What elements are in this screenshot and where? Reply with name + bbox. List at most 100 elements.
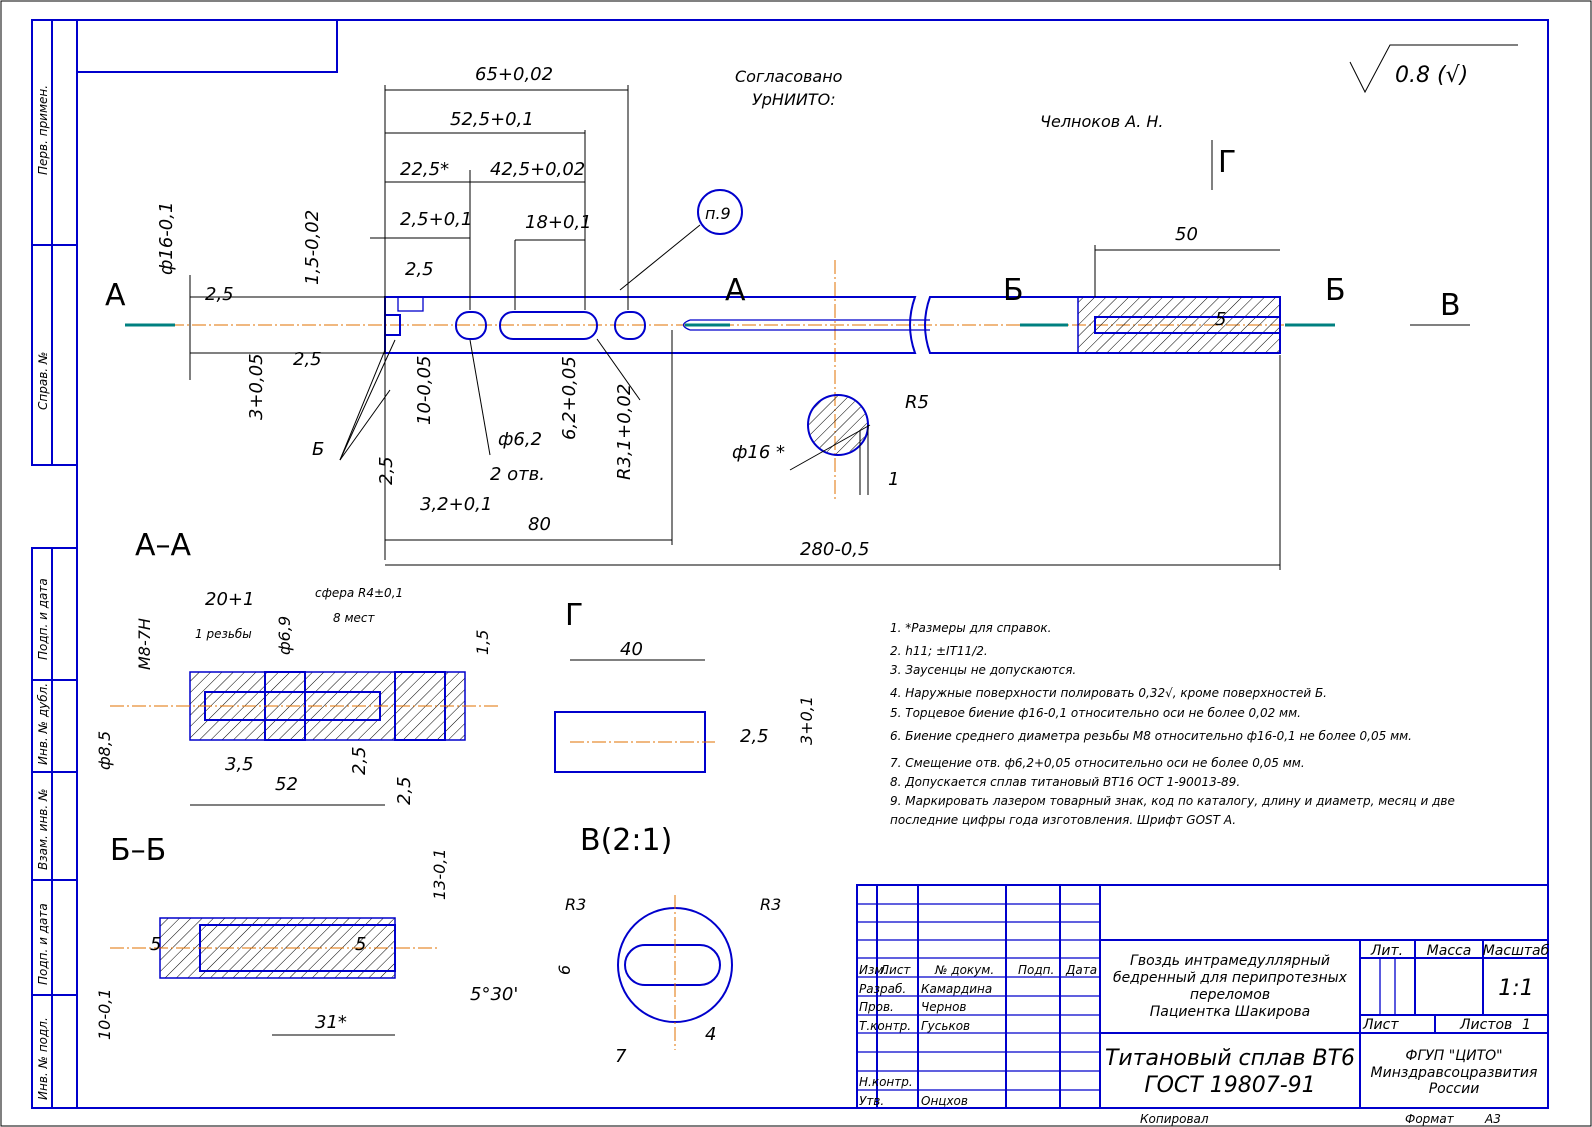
label-title_block-roles-0: Разраб. (859, 982, 906, 996)
label-title_block-name3: переломов (1190, 987, 1270, 1003)
label-aa-thread: М8-7Н (135, 618, 154, 670)
label-gview-r25: 2,5 (740, 726, 769, 747)
label-dims-d50: 50 (1175, 224, 1198, 245)
label-dims-d25d: 2,5 (293, 349, 322, 370)
note: 4. Наружные поверхности полировать 0,32√… (890, 686, 1327, 700)
stamp-sprav: Справ. № (36, 352, 50, 410)
label-dims-r5: R5 (905, 392, 929, 413)
label-bbv-r5a: 5 (150, 934, 161, 955)
label-aa-r25a: 2,5 (349, 746, 370, 775)
label-dims-d42: 42,5+0,02 (490, 159, 585, 180)
technical-notes: 1. *Размеры для справок. 2. h11; ±IT11/2… (890, 621, 1455, 827)
label-title_block-roles-4: Н.контр. (859, 1075, 913, 1089)
note: 5. Торцевое биение ф16-0,1 относительно … (890, 706, 1301, 720)
label-aa-r25b: 2,5 (394, 776, 415, 805)
label-dims-d25b: 2,5 (405, 259, 434, 280)
stamp-podp-data-2: Подп. и дата (36, 903, 50, 985)
stamp-perv-primen: Перв. примен. (36, 85, 50, 175)
label-sections-bb: Б–Б (110, 833, 166, 868)
label-title_block-headers-0: Изм. (859, 963, 887, 977)
label-dims-d32: 3,2+0,1 (420, 494, 492, 515)
section-b-b: Б–Б 13-0,1 10-0,1 5 5 5°30' 31* (95, 833, 518, 1040)
label-dims-pos: п.9 (705, 204, 731, 223)
label-dims-d18: 18+0,1 (525, 212, 592, 233)
label-title_block-sheet: Лист (1362, 1017, 1399, 1033)
note: 8. Допускается сплав титановый ВТ16 ОСТ … (890, 775, 1240, 789)
label-bbv-d13: 13-0,1 (430, 848, 449, 900)
label-title_block-sheets: Листов (1459, 1017, 1512, 1033)
label-sections-v: В (1440, 288, 1461, 323)
label-title_block-roles-2: Т.контр. (859, 1019, 911, 1033)
label-bbv-d10: 10-0,1 (95, 988, 114, 1040)
main-view: п.9 65+0,02 52,5+0,1 22,5* 42,5+0,02 2,5… (105, 64, 1470, 570)
stamp-podp-data: Подп. и дата (36, 578, 50, 660)
label-title_block-org3: России (1429, 1081, 1480, 1097)
note: 7. Смещение отв. ф6,2+0,05 относительно … (890, 756, 1305, 770)
label-title_block-scale_label: Масштаб (1483, 943, 1550, 959)
label-vview-d6: 6 (555, 965, 574, 975)
label-sections-aa: А–А (135, 528, 192, 563)
label-dims-d62b: 6,2+0,05 (559, 356, 580, 440)
view-g: Г 40 3+0,1 2,5 (554, 598, 816, 773)
label-sections-gv: Г (565, 598, 583, 633)
label-dims-d62: ф6,2 (498, 429, 542, 450)
label-title_block-sheets_n: 1 (1522, 1017, 1531, 1033)
label-gview-d3: 3+0,1 (797, 696, 816, 745)
label-vview-r3b: R3 (760, 895, 781, 914)
label-gview-d40: 40 (620, 639, 643, 660)
label-vview-d4: 4 (705, 1024, 716, 1045)
label-dims-d25c: 2,5 (205, 284, 234, 305)
label-sections-a: А (725, 273, 746, 308)
top-left-box (76, 19, 338, 73)
label-vview-r3a: R3 (565, 895, 586, 914)
view-v: В(2:1) R3 R3 6 7 4 (555, 823, 781, 1067)
label-vview-d7: 7 (615, 1046, 627, 1067)
label-sections-b: Б (1325, 273, 1346, 308)
label-dims-d3: 3+0,05 (246, 353, 267, 420)
label-title_block-names-5: Онцхов (921, 1094, 968, 1108)
label-dims-d16: ф16-0,1 (156, 202, 177, 275)
label-title_block-copied: Копировал (1140, 1112, 1209, 1126)
part-name: Гвоздь интрамедуллярный (1130, 953, 1330, 969)
label-title_block-headers-4: Дата (1065, 963, 1097, 977)
label-aa-d20: 20+1 (205, 589, 254, 610)
org-label: УрНИИТО: (752, 90, 836, 109)
title-block: Изм. Лист № докум. Подп. Дата Разраб.Кам… (856, 884, 1550, 1126)
label-dims-d280: 280-0,5 (800, 539, 869, 560)
label-bbv-d31: 31* (315, 1012, 347, 1033)
label-sections-vv: В(2:1) (580, 823, 672, 858)
left-stamp: Перв. примен. Справ. № Подп. и дата Инв.… (31, 19, 78, 1109)
scale-value: 1:1 (1498, 976, 1533, 1001)
label-sections-a: А (105, 278, 126, 313)
label-top-roughness: 0.8 (√) (1395, 63, 1468, 88)
label-dims-d1: 1 (888, 469, 899, 490)
label-dims-d15: 1,5-0,02 (302, 210, 323, 285)
label-title_block-headers-3: Подп. (1018, 963, 1054, 977)
stamp-inv-podl: Инв. № подл. (36, 1017, 50, 1100)
label-bbv-ang: 5°30' (470, 984, 518, 1005)
note: 1. *Размеры для справок. (890, 621, 1051, 635)
label-aa-d35: 3,5 (225, 754, 254, 775)
label-aa-first: 1 резьбы (195, 627, 252, 641)
label-title_block-lit: Лит. (1370, 943, 1403, 959)
label-aa-places: 8 мест (333, 611, 375, 625)
label-dims-d65: 65+0,02 (475, 64, 553, 85)
label-dims-r31: R3,1+0,02 (614, 384, 635, 480)
label-aa-sphere: сфера R4±0,1 (315, 586, 403, 600)
label-aa-d52: 52 (275, 774, 298, 795)
note: 9. Маркировать лазером товарный знак, ко… (890, 794, 1455, 808)
roughness-mark: 0.8 (√) (1349, 44, 1518, 94)
label-dims-d16s: ф16 * (732, 442, 785, 463)
label-sections-b: Б (1003, 273, 1024, 308)
stamp-inv-dubl: Инв. № дубл. (36, 683, 50, 765)
label-bbv-r5b: 5 (355, 934, 366, 955)
label-title_block-headers-2: № докум. (934, 963, 994, 977)
label-dims-holes: 2 отв. (490, 464, 545, 485)
label-title_block-names-1: Чернов (921, 1000, 967, 1014)
approver-name: Челноков А. Н. (1040, 112, 1164, 131)
label-title_block-headers-1: Лист (879, 963, 911, 977)
note: 3. Заусенцы не допускаются. (890, 663, 1076, 677)
label-title_block-name2: бедренный для перипротезных (1113, 970, 1348, 986)
label-title_block-org2: Минздравсоцразвития (1371, 1065, 1538, 1081)
label-title_block-format_label: Формат (1405, 1112, 1455, 1126)
